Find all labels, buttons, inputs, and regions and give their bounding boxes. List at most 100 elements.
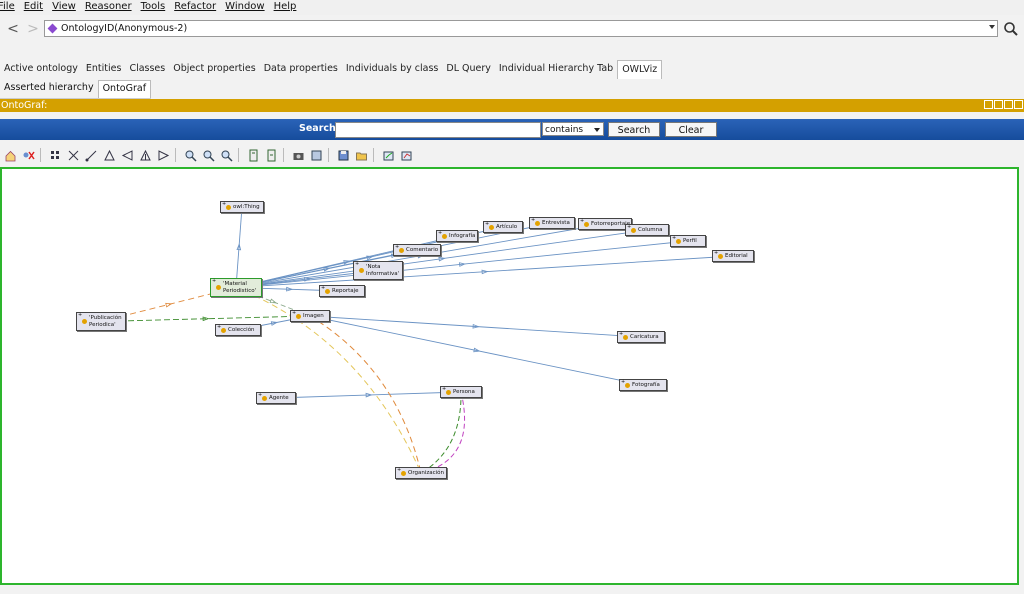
- close-icon[interactable]: [1014, 100, 1023, 109]
- split-icon[interactable]: [984, 100, 993, 109]
- tab-dl-query[interactable]: DL Query: [446, 63, 491, 74]
- zoom-in-icon[interactable]: [182, 147, 198, 163]
- graph-node-entrevista[interactable]: +Entrevista: [529, 217, 575, 229]
- tab-active-ontology[interactable]: Active ontology: [4, 63, 78, 74]
- menu-file[interactable]: File: [0, 1, 15, 12]
- edge-subclass: [275, 391, 462, 399]
- open-folder-icon[interactable]: [353, 147, 369, 163]
- tab-entities[interactable]: Entities: [85, 63, 122, 74]
- export-image-icon[interactable]: [308, 147, 324, 163]
- graph-node-caricatura[interactable]: +Caricatura: [617, 331, 665, 343]
- ontology-selector[interactable]: OntologyID(Anonymous-2): [44, 20, 998, 37]
- grid-layout-icon[interactable]: [47, 147, 63, 163]
- tree-down-icon[interactable]: [101, 147, 117, 163]
- save-icon[interactable]: [335, 147, 351, 163]
- menu-help[interactable]: Help: [273, 1, 297, 12]
- graph-node-infografia[interactable]: +Infografía: [436, 230, 478, 242]
- expand-icon[interactable]: +: [222, 201, 227, 207]
- expand-icon[interactable]: +: [442, 386, 447, 392]
- menu-view[interactable]: View: [52, 1, 76, 12]
- graph-node-material[interactable]: +'Material Periodistico': [210, 278, 262, 297]
- arc-types-icon[interactable]: [245, 147, 261, 163]
- expand-icon[interactable]: +: [321, 285, 326, 291]
- expand-icon[interactable]: +: [485, 221, 490, 227]
- node-label: 'Publicación Periodica': [89, 314, 122, 328]
- tab-classes[interactable]: Classes: [129, 63, 166, 74]
- graph-node-owl_thing[interactable]: +owl:Thing: [220, 201, 264, 213]
- search-button[interactable]: Search: [608, 122, 660, 137]
- chart-config-icon[interactable]: [398, 147, 414, 163]
- match-mode-select[interactable]: contains: [542, 122, 604, 136]
- search-icon[interactable]: [1002, 20, 1020, 38]
- tab-individuals-by-class[interactable]: Individuals by class: [345, 63, 439, 74]
- ontograf-canvas[interactable]: +owl:Thing+'Material Periodistico'+'Publ…: [0, 167, 1019, 585]
- expand-icon[interactable]: +: [619, 331, 624, 337]
- tab-object-properties[interactable]: Object properties: [173, 63, 256, 74]
- expand-icon[interactable]: +: [627, 224, 632, 230]
- home-icon[interactable]: [2, 147, 18, 163]
- graph-node-agente[interactable]: +Agente: [256, 392, 296, 404]
- subtab-asserted-hierarchy[interactable]: Asserted hierarchy: [4, 82, 94, 93]
- radial-layout-icon[interactable]: [83, 147, 99, 163]
- chart-export-icon[interactable]: [380, 147, 396, 163]
- graph-node-articulo[interactable]: +Artículo: [483, 221, 523, 233]
- tree-left-icon[interactable]: [119, 147, 135, 163]
- class-icon: [625, 382, 630, 388]
- expand-icon[interactable]: +: [292, 310, 297, 316]
- class-icon: [446, 389, 451, 395]
- expand-icon[interactable]: +: [621, 379, 626, 385]
- menu-reasoner[interactable]: Reasoner: [84, 1, 132, 12]
- clear-button[interactable]: Clear: [665, 122, 717, 137]
- spring-layout-icon[interactable]: [65, 147, 81, 163]
- expand-icon[interactable]: +: [580, 218, 585, 224]
- minimize-icon[interactable]: [994, 100, 1003, 109]
- zoom-out-icon[interactable]: [200, 147, 216, 163]
- graph-node-organizacion[interactable]: +Organización: [395, 467, 447, 479]
- expand-icon[interactable]: +: [714, 250, 719, 256]
- expand-icon[interactable]: +: [212, 278, 217, 284]
- graph-node-editorial[interactable]: +Editorial: [712, 250, 754, 262]
- expand-icon[interactable]: +: [78, 312, 83, 318]
- expand-icon[interactable]: +: [258, 392, 263, 398]
- expand-icon[interactable]: +: [672, 235, 677, 241]
- expand-icon[interactable]: +: [355, 261, 360, 267]
- graph-node-comentario[interactable]: +Comentario: [393, 244, 441, 256]
- tree-right-icon[interactable]: [155, 147, 171, 163]
- graph-node-perfil[interactable]: +Perfil: [670, 235, 706, 247]
- expand-icon[interactable]: +: [395, 244, 400, 250]
- tab-individual-hierarchy-tab[interactable]: Individual Hierarchy Tab: [498, 63, 614, 74]
- zoom-fit-icon[interactable]: [218, 147, 234, 163]
- tab-owlviz[interactable]: OWLViz: [617, 60, 663, 79]
- graph-search-input[interactable]: [335, 122, 541, 138]
- graph-node-publicacion[interactable]: + 'Publicación Periodica': [76, 312, 126, 331]
- search-label: Search:: [299, 123, 340, 134]
- expand-icon[interactable]: +: [217, 324, 222, 330]
- menu-edit[interactable]: Edit: [23, 1, 44, 12]
- camera-icon[interactable]: [290, 147, 306, 163]
- graph-node-persona[interactable]: +Persona: [440, 386, 482, 398]
- subtab-ontograf[interactable]: OntoGraf: [97, 80, 152, 98]
- menu-tools[interactable]: Tools: [140, 1, 166, 12]
- node-label: Fotorreportaje: [591, 220, 631, 227]
- expand-icon[interactable]: +: [438, 230, 443, 236]
- graph-node-nota[interactable]: +'Nota Informativa': [353, 261, 403, 280]
- graph-node-reportaje[interactable]: +Reportaje: [319, 285, 365, 297]
- graph-node-coleccion[interactable]: +Colección: [215, 324, 261, 336]
- forward-button[interactable]: >: [27, 21, 39, 37]
- graph-node-fotorreportaje[interactable]: +Fotorreportaje: [578, 218, 632, 230]
- back-button[interactable]: <: [7, 21, 19, 37]
- menu-window[interactable]: Window: [225, 1, 265, 12]
- graph-node-imagen[interactable]: +Imagen: [290, 310, 330, 322]
- hide-icon[interactable]: [20, 147, 36, 163]
- tree-up-icon[interactable]: [137, 147, 153, 163]
- expand-icon[interactable]: +: [531, 217, 536, 223]
- chevron-down-icon[interactable]: [989, 25, 995, 29]
- expand-icon[interactable]: +: [397, 467, 402, 473]
- menu-refactor[interactable]: Refactor: [174, 1, 217, 12]
- graph-node-columna[interactable]: +Columna: [625, 224, 669, 236]
- maximize-icon[interactable]: [1004, 100, 1013, 109]
- filter-icon[interactable]: [263, 147, 279, 163]
- tab-data-properties[interactable]: Data properties: [263, 63, 338, 74]
- graph-node-fotografia[interactable]: +Fotografía: [619, 379, 667, 391]
- class-icon: [584, 221, 589, 227]
